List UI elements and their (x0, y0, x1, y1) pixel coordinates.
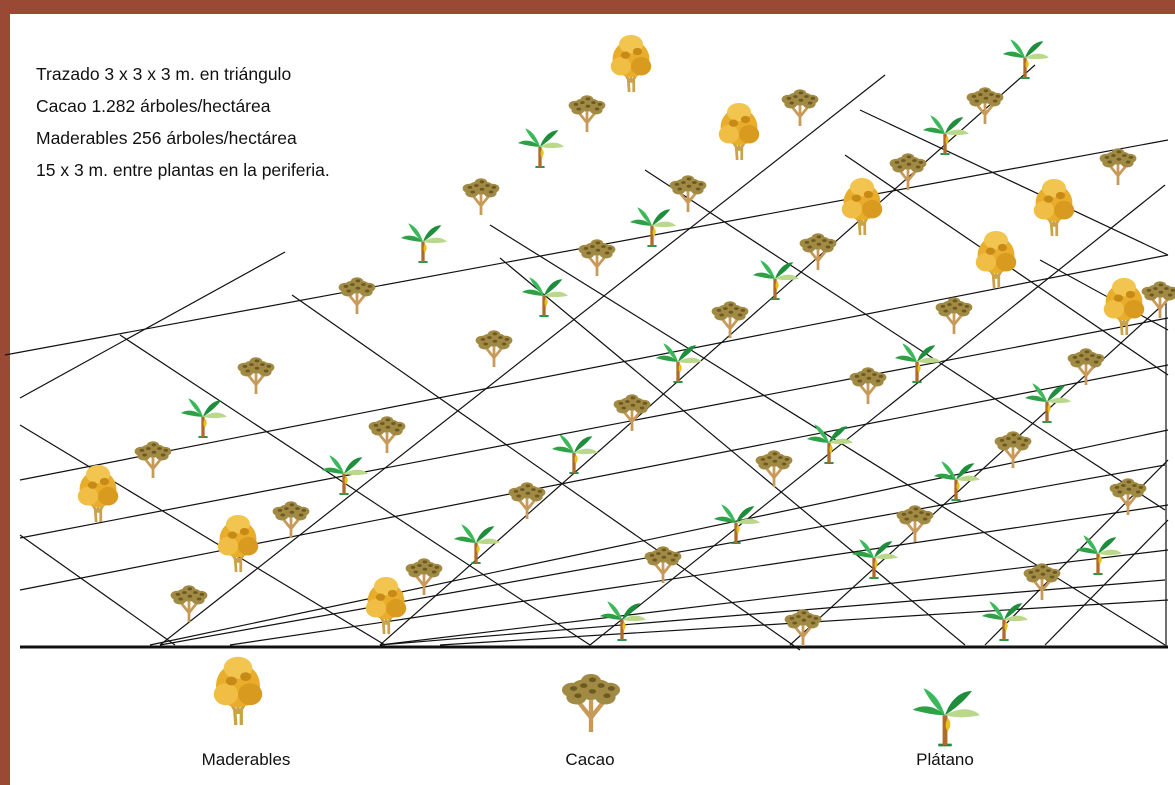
platano-plant-icon (981, 601, 1028, 641)
cacao-tree-icon (755, 450, 793, 487)
platano-plant-icon (922, 115, 969, 155)
platano-plant-icon (453, 524, 500, 564)
legend-label-cacao: Cacao (565, 750, 615, 769)
cacao-tree-icon (562, 674, 620, 732)
grid-line (789, 299, 1169, 646)
platano-plant-icon (629, 207, 676, 247)
info-line-spacing: Trazado 3 x 3 x 3 m. en triángulo (36, 64, 292, 84)
platano-plant-icon (912, 688, 981, 747)
grid-line (19, 424, 386, 646)
grid-line (379, 64, 1036, 646)
left-frame-bar (0, 0, 10, 785)
grid-line (859, 109, 1169, 256)
platano-plant-icon (599, 601, 646, 641)
platano-plant-icon (713, 504, 760, 544)
grid-line (644, 169, 1166, 511)
grid-line (489, 224, 1166, 646)
platano-plant-icon (1002, 39, 1049, 79)
maderable-tree-icon (975, 230, 1017, 289)
maderable-tree-icon (365, 576, 407, 635)
grid-line (291, 294, 801, 651)
grid-line (499, 257, 966, 646)
cacao-tree-icon (784, 609, 822, 646)
grid-line (159, 74, 886, 646)
platano-plant-icon (1075, 535, 1122, 575)
cacao-tree-icon (994, 431, 1032, 468)
grid-line (589, 184, 1166, 646)
grid-line (149, 429, 1169, 646)
cacao-tree-icon (711, 301, 749, 338)
grid-line (19, 364, 1169, 591)
cacao-tree-icon (1109, 478, 1147, 515)
info-line-maderables-density: Maderables 256 árboles/hectárea (36, 128, 297, 148)
platano-plant-icon (655, 343, 702, 383)
grid-line (19, 251, 286, 399)
grid-line (19, 254, 1169, 481)
grid-line (19, 534, 176, 646)
platano-plant-icon (517, 128, 564, 168)
maderable-tree-icon (213, 656, 263, 726)
platano-plant-icon (1024, 383, 1071, 423)
platano-plant-icon (400, 223, 447, 263)
cacao-tree-icon (1099, 148, 1137, 185)
info-line-cacao-density: Cacao 1.282 árboles/hectárea (36, 96, 271, 116)
cacao-tree-icon (1067, 348, 1105, 385)
platano-plant-icon (180, 398, 227, 438)
cacao-tree-icon (966, 87, 1004, 124)
cacao-tree-icon (613, 394, 651, 431)
layout-info: Trazado 3 x 3 x 3 m. en triángulo Cacao … (36, 58, 330, 186)
maderable-tree-icon (217, 514, 259, 573)
cacao-tree-icon (508, 482, 546, 519)
top-frame-bar (0, 0, 1175, 14)
maderable-tree-icon (1103, 277, 1145, 336)
plants-layer (77, 34, 1175, 646)
cacao-tree-icon (170, 585, 208, 622)
cacao-tree-icon (889, 153, 927, 190)
cacao-tree-icon (1141, 281, 1175, 318)
cacao-tree-icon (799, 233, 837, 270)
cacao-tree-icon (578, 239, 616, 276)
cacao-tree-icon (1023, 563, 1061, 600)
cacao-tree-icon (935, 297, 973, 334)
cacao-tree-icon (669, 175, 707, 212)
grid-line (1044, 519, 1169, 646)
cacao-tree-icon (338, 277, 376, 314)
maderable-tree-icon (1033, 178, 1075, 237)
maderable-tree-icon (718, 102, 760, 161)
maderable-tree-icon (610, 34, 652, 93)
cacao-tree-icon (405, 558, 443, 595)
platano-plant-icon (894, 343, 941, 383)
cacao-tree-icon (568, 95, 606, 132)
platano-plant-icon (933, 461, 980, 501)
cacao-tree-icon (896, 505, 934, 542)
legend-icons (213, 656, 981, 747)
grid-line (1039, 259, 1169, 331)
grid-line (379, 579, 1166, 646)
platano-plant-icon (551, 434, 598, 474)
platano-plant-icon (806, 424, 853, 464)
legend-label-platano: Plátano (916, 750, 974, 769)
platano-plant-icon (851, 539, 898, 579)
legend-label-maderables: Maderables (201, 750, 291, 769)
maderable-tree-icon (77, 464, 119, 523)
cacao-tree-icon (644, 546, 682, 583)
cacao-tree-icon (475, 330, 513, 367)
cacao-tree-icon (272, 501, 310, 538)
maderable-tree-icon (841, 177, 883, 236)
grid-line (119, 334, 591, 646)
platano-plant-icon (521, 277, 568, 317)
cacao-tree-icon (368, 416, 406, 453)
cacao-tree-icon (237, 357, 275, 394)
platano-plant-icon (321, 455, 368, 495)
cacao-tree-icon (781, 89, 819, 126)
cacao-tree-icon (134, 441, 172, 478)
info-line-periphery-spacing: 15 x 3 m. entre plantas en la periferia. (36, 160, 330, 180)
cacao-tree-icon (849, 367, 887, 404)
grid-line (19, 317, 1169, 539)
cacao-tree-icon (462, 178, 500, 215)
platano-plant-icon (752, 260, 799, 300)
